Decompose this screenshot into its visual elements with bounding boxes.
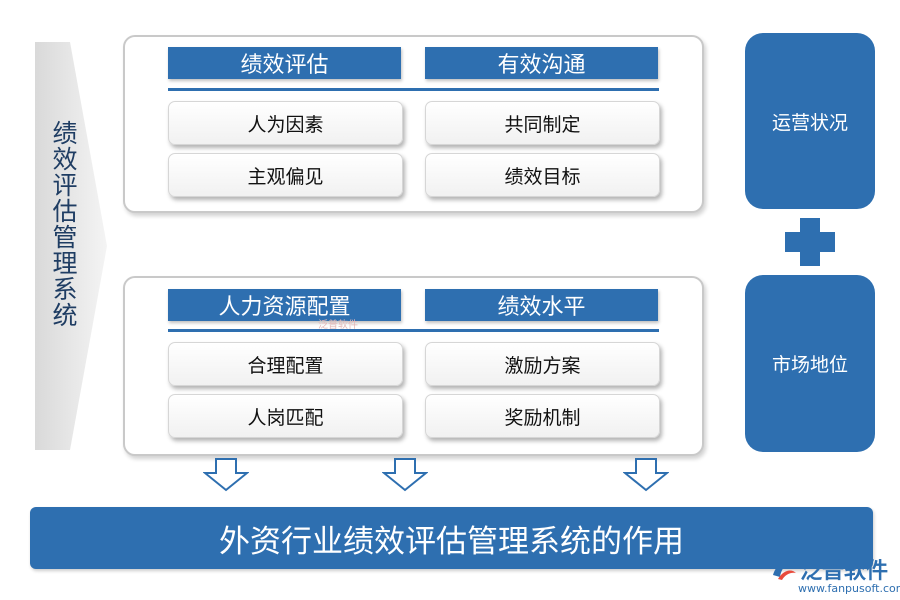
header-divider bbox=[168, 329, 659, 332]
cell-person-job-match: 人岗匹配 bbox=[168, 394, 403, 438]
bottom-panel: 人力资源配置 绩效水平 合理配置 激励方案 人岗匹配 奖励机制 bbox=[123, 276, 704, 456]
header-effective-communication: 有效沟通 bbox=[425, 47, 658, 79]
plus-icon bbox=[785, 218, 835, 266]
left-arrow-banner bbox=[35, 42, 110, 450]
logo-mark-icon bbox=[773, 559, 796, 580]
header-performance-eval: 绩效评估 bbox=[168, 47, 401, 79]
cell-human-factors: 人为因素 bbox=[168, 101, 403, 145]
logo-name: 泛普软件 bbox=[800, 559, 889, 584]
cell-subjective-bias: 主观偏见 bbox=[168, 153, 403, 197]
top-panel: 绩效评估 有效沟通 人为因素 共同制定 主观偏见 绩效目标 bbox=[123, 35, 704, 213]
bottom-title-bar: 外资行业绩效评估管理系统的作用 bbox=[30, 507, 873, 569]
cell-jointly-defined: 共同制定 bbox=[425, 101, 660, 145]
vertical-title: 绩效评估管理系统 bbox=[49, 120, 78, 328]
cell-performance-goals: 绩效目标 bbox=[425, 153, 660, 197]
header-performance-level: 绩效水平 bbox=[425, 289, 658, 321]
header-divider bbox=[168, 88, 659, 91]
cell-incentive-plan: 激励方案 bbox=[425, 342, 660, 386]
company-logo: 泛普软件 www.fanpusoft.com bbox=[770, 553, 900, 597]
watermark-text: 泛普软件 bbox=[318, 320, 358, 331]
banner-arrow-shape bbox=[35, 42, 107, 450]
cell-reward-mechanism: 奖励机制 bbox=[425, 394, 660, 438]
down-arrow-icon bbox=[623, 458, 669, 492]
box-market-position: 市场地位 bbox=[745, 275, 875, 452]
box-operating-status: 运营状况 bbox=[745, 33, 875, 209]
logo-url: www.fanpusoft.com bbox=[798, 582, 900, 595]
down-arrow-icon bbox=[382, 458, 428, 492]
cell-reasonable-allocation: 合理配置 bbox=[168, 342, 403, 386]
down-arrow-icon bbox=[203, 458, 249, 492]
header-hr-allocation: 人力资源配置 bbox=[168, 289, 401, 321]
